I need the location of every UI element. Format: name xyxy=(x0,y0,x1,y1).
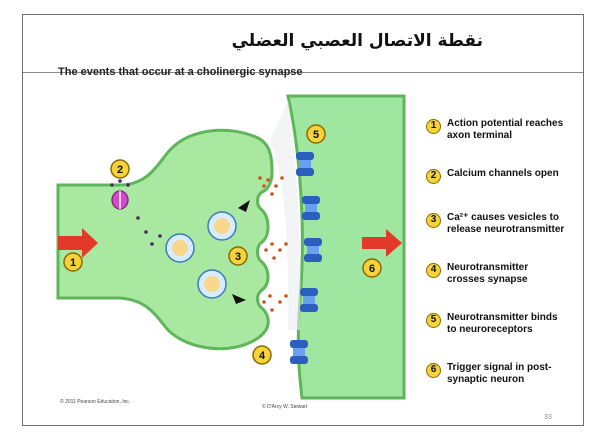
synaptic-cleft xyxy=(270,100,301,330)
legend-number-2: 2 xyxy=(426,169,441,184)
legend-number-4: 4 xyxy=(426,263,441,278)
calcium-ions xyxy=(110,179,162,246)
svg-text:2: 2 xyxy=(117,164,123,176)
vesicle-2 xyxy=(207,211,237,241)
copyright-credit-left: © 2011 Pearson Education, Inc. xyxy=(60,399,131,405)
vesicle-arrows xyxy=(232,200,250,304)
vesicle-3 xyxy=(197,269,227,299)
legend-item-6: 6 Trigger signal in post- synaptic neuro… xyxy=(426,362,597,385)
svg-text:5: 5 xyxy=(313,129,319,141)
legend-text-6: Trigger signal in post- synaptic neuron xyxy=(447,362,552,385)
diagram-badge-6: 6 xyxy=(362,258,382,278)
receptor-3 xyxy=(304,238,322,262)
legend-item-1: 1 Action potential reaches axon terminal xyxy=(426,118,597,141)
legend-number-3: 3 xyxy=(426,213,441,228)
legend-item-5: 5 Neurotransmitter binds to neurorecepto… xyxy=(426,312,597,335)
legend-number-6: 6 xyxy=(426,363,441,378)
legend-text-5: Neurotransmitter binds to neuroreceptors xyxy=(447,312,558,335)
legend-item-2: 2 Calcium channels open xyxy=(426,168,597,184)
svg-text:6: 6 xyxy=(369,263,375,275)
legend-item-4: 4 Neurotransmitter crosses synapse xyxy=(426,262,597,285)
copyright-credit-center: © D'Arcy W. Stewart xyxy=(262,404,308,410)
legend-item-3: 3 Ca²⁺ causes vesicles to release neurot… xyxy=(426,212,597,235)
receptor-1 xyxy=(296,152,314,176)
receptor-4 xyxy=(300,288,318,312)
legend-text-4: Neurotransmitter crosses synapse xyxy=(447,262,529,285)
legend-text-1: Action potential reaches axon terminal xyxy=(447,118,564,141)
diagram-badge-4: 4 xyxy=(252,345,272,365)
legend-number-5: 5 xyxy=(426,313,441,328)
legend-text-3: Ca²⁺ causes vesicles to release neurotra… xyxy=(447,212,565,235)
action-potential-arrow xyxy=(58,228,98,258)
receptor-5 xyxy=(290,340,308,364)
page-number: 33 xyxy=(544,414,552,421)
diagram-badge-3: 3 xyxy=(228,246,248,266)
diagram-badge-2: 2 xyxy=(110,159,130,179)
vesicle-1 xyxy=(165,233,195,263)
receptor-2 xyxy=(302,196,320,220)
postsynaptic-signal-arrow xyxy=(362,229,402,257)
diagram-subtitle: The events that occur at a cholinergic s… xyxy=(58,66,303,78)
legend-number-1: 1 xyxy=(426,119,441,134)
neurotransmitter-dots xyxy=(258,176,288,312)
legend-text-2: Calcium channels open xyxy=(447,168,559,179)
svg-text:4: 4 xyxy=(259,350,266,362)
calcium-channel xyxy=(111,190,129,210)
slide-title: نقطة الاتصال العصبي العضلي xyxy=(231,31,483,51)
diagram-badge-5: 5 xyxy=(306,124,326,144)
diagram-badge-1: 1 xyxy=(63,252,83,272)
svg-text:1: 1 xyxy=(70,257,76,269)
svg-text:3: 3 xyxy=(235,251,241,263)
title-bar: نقطة الاتصال العصبي العضلي xyxy=(23,15,583,73)
